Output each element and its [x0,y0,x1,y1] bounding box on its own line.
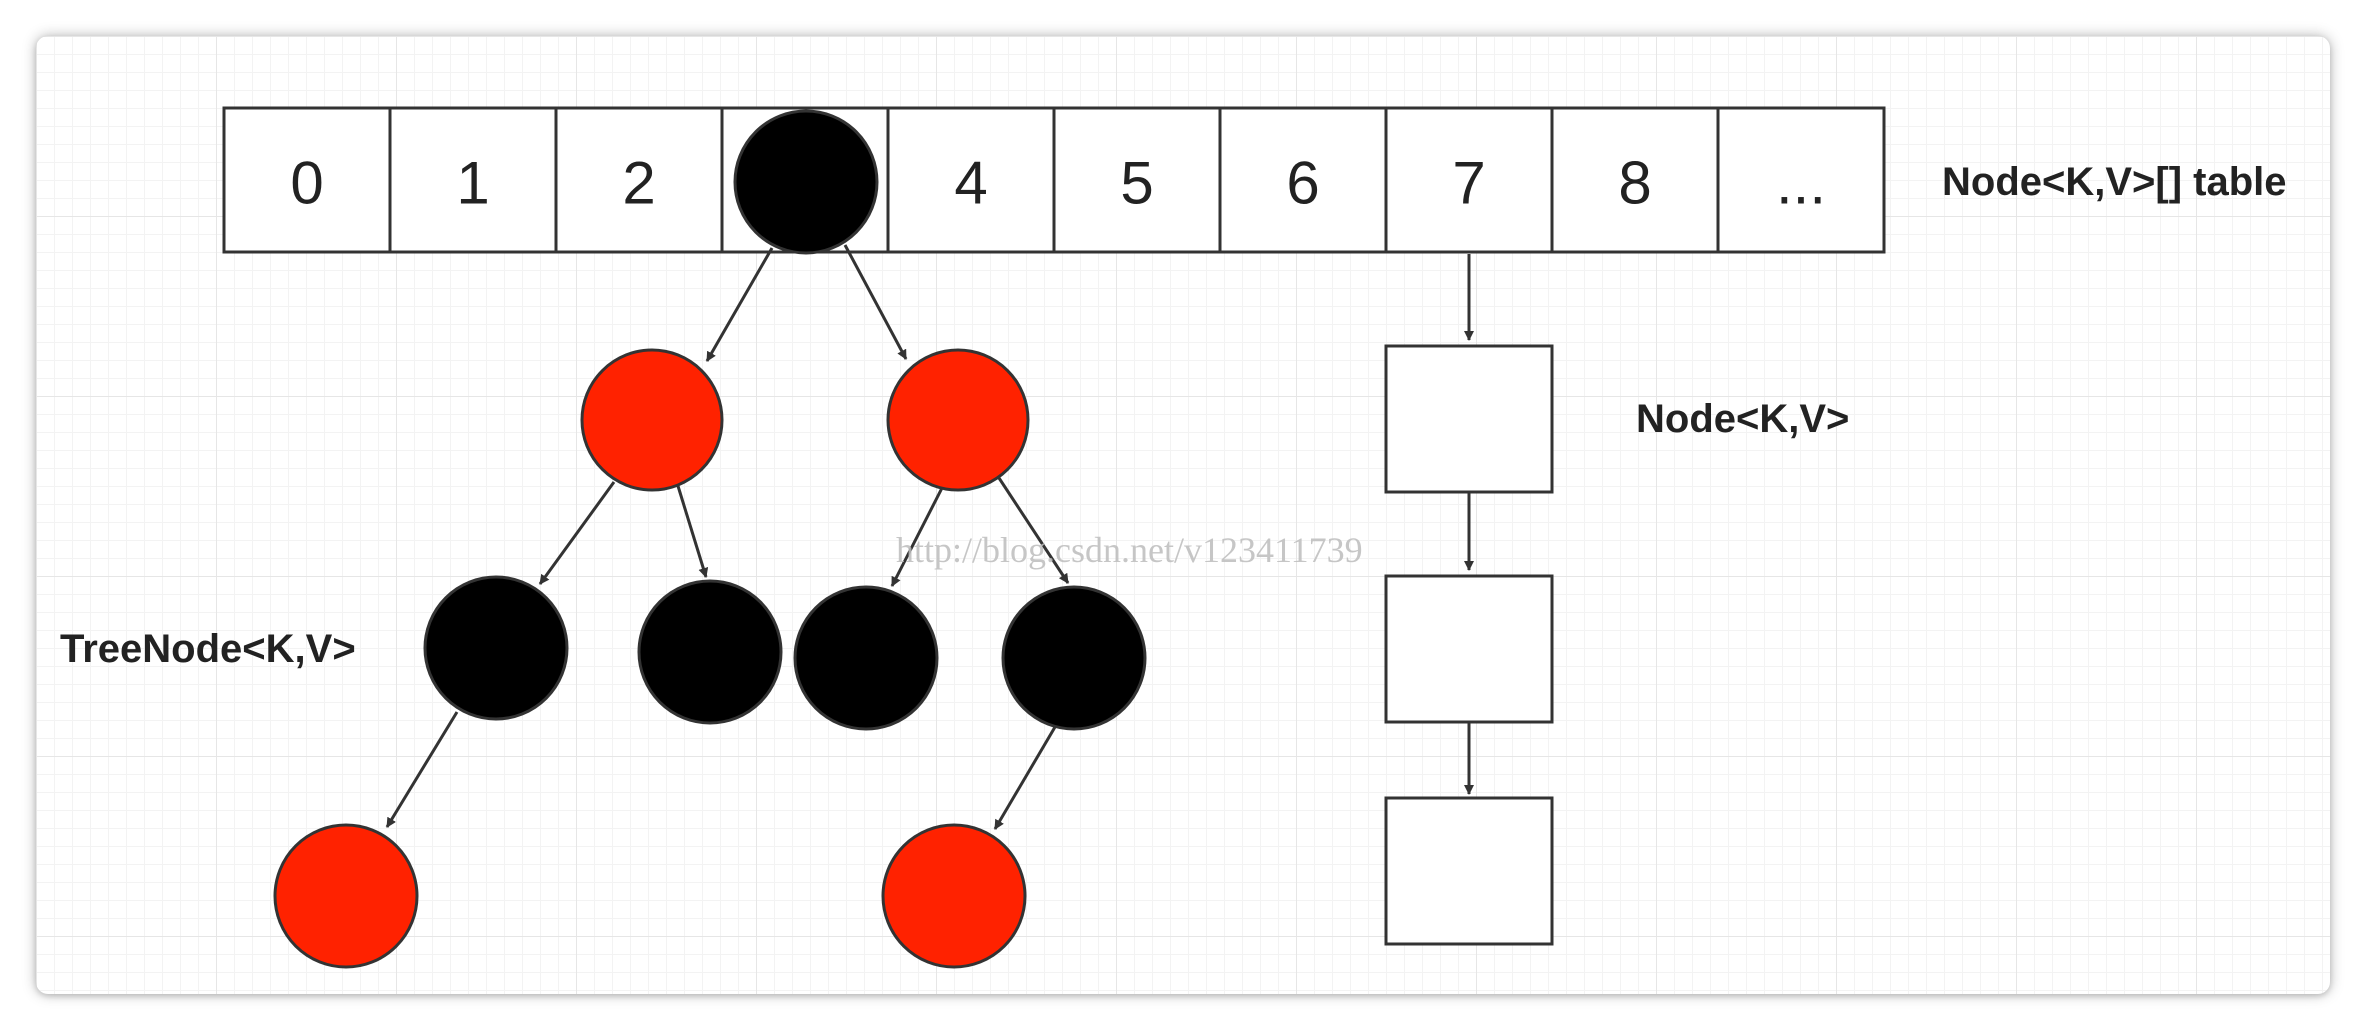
tree-edges [385,244,1070,830]
edge-root-left [705,247,774,362]
tree-node-black-1 [423,575,569,721]
table-cell-label-5: 5 [1120,150,1153,217]
tree-nodes [273,109,1147,969]
table-cell-7 [1384,106,1554,254]
list-node-1 [1384,344,1554,494]
table-cell-4 [886,106,1056,254]
table-cell-label-0: 0 [290,150,323,217]
table-cell-label-4: 4 [954,150,987,217]
tree-root-node [733,109,879,255]
edge-b4-child [993,726,1057,830]
edge-root-right [843,244,908,360]
edge-r1-left [890,487,944,587]
table-cell-6 [1218,106,1388,254]
node-label: Node<K,V> [1636,397,1849,441]
table-cell-label-9: ... [1776,150,1826,217]
tree-node-red-leaf-right [881,823,1027,969]
edge-l1-right [676,485,709,578]
table-label: Node<K,V>[] table [1942,160,2287,204]
tree-node-red-right [886,348,1030,492]
table-array [222,106,1886,254]
tree-node-black-3 [793,585,939,731]
list-node-2 [1384,574,1554,724]
edge-r1-right [997,477,1070,584]
table-cell-label-2: 2 [622,150,655,217]
tree-node-red-left [580,348,724,492]
tree-node-black-4 [1001,585,1147,731]
tree-node-black-2 [637,579,783,725]
table-cell-label-7: 7 [1452,150,1485,217]
table-cell-label-6: 6 [1286,150,1319,217]
table-cell-label-8: 8 [1618,150,1651,217]
linked-list-nodes [1384,344,1554,946]
watermark: http://blog.csdn.net/v123411739 [896,530,1363,570]
table-cell-label-1: 1 [456,150,489,217]
table-cell-5 [1052,106,1222,254]
table-cell-8 [1550,106,1720,254]
table-cell-0 [222,106,392,254]
tree-node-red-leaf-left [273,823,419,969]
list-node-3 [1384,796,1554,946]
treenode-label: TreeNode<K,V> [60,627,356,671]
edge-b1-child [385,711,459,828]
table-cell-9 [1716,106,1886,254]
edge-l1-left [538,481,616,585]
